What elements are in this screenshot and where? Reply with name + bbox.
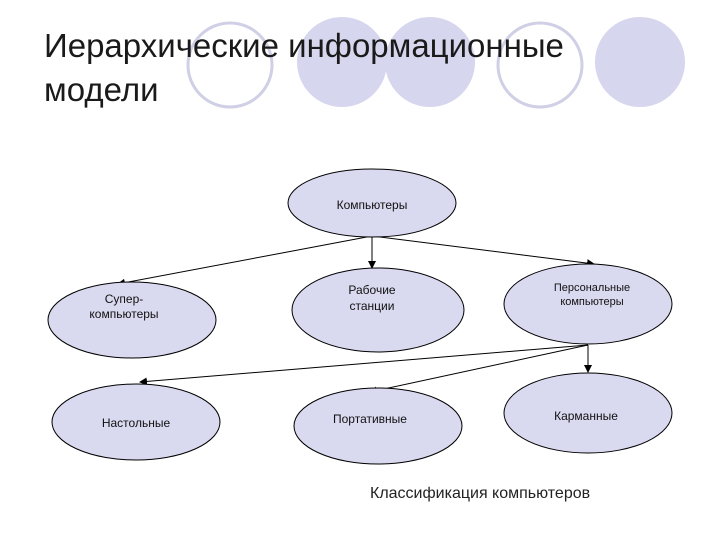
node-portable-label: Портативные — [333, 412, 407, 426]
node-personal-label-1: Персональные — [554, 282, 630, 294]
node-pocket-label: Карманные — [554, 409, 618, 423]
diagram-caption: Классификация компьютеров — [370, 485, 591, 502]
node-workstations: Рабочие станции — [291, 267, 465, 353]
edge-personal-desktop — [139, 344, 589, 386]
node-workstations-label-1: Рабочие — [348, 283, 396, 297]
deco-circle-4 — [496, 21, 584, 109]
node-portable: Портативные — [293, 387, 463, 465]
decorative-circles — [186, 17, 685, 109]
node-supercomputers: Супер- компьютеры — [47, 281, 217, 359]
title-line-2: модели — [44, 71, 159, 108]
node-pocket: Карманные — [503, 372, 673, 454]
deco-circle-3 — [385, 17, 475, 107]
node-computers-label: Компьютеры — [337, 198, 408, 212]
deco-circle-5 — [595, 17, 685, 107]
page-title: Иерархические информационные модели — [44, 24, 564, 112]
deco-circle-1 — [186, 21, 274, 109]
node-workstations-label-2: станции — [350, 299, 395, 313]
node-computers: Компьютеры — [287, 168, 457, 238]
node-personal-label-2: компьютеры — [560, 296, 623, 308]
edges — [117, 235, 595, 395]
edge-computers-personal — [371, 235, 595, 268]
node-supercomputers-label-1: Супер- — [105, 292, 144, 306]
title-line-1: Иерархические информационные — [44, 27, 564, 64]
node-desktop-label: Настольные — [102, 416, 171, 430]
node-desktop: Настольные — [51, 383, 221, 461]
edge-personal-portable — [369, 344, 589, 395]
node-personal: Персональные компьютеры — [503, 263, 673, 345]
edge-computers-supercomputers — [117, 235, 373, 287]
node-supercomputers-label-2: компьютеры — [89, 307, 158, 321]
